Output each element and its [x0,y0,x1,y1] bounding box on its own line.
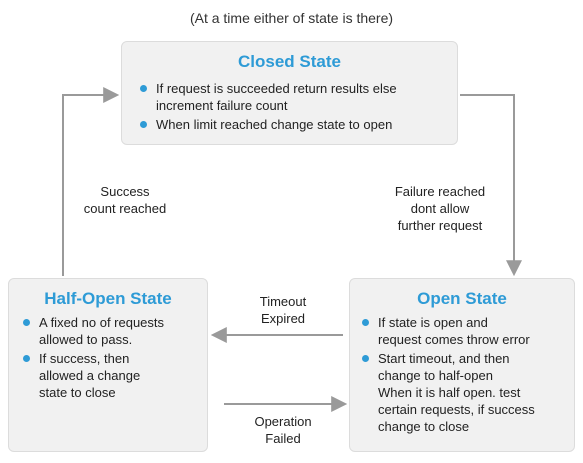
half-open-state-bullets: A fixed no of requests allowed to pass. … [19,314,197,401]
bullet-dot-icon [362,319,369,326]
list-item: If request is succeeded return results e… [136,80,443,114]
label-operation-failed: Operation Failed [254,414,312,446]
open-state-title: Open State [417,289,507,308]
list-item: Start timeout, and then change to half-o… [358,350,566,435]
closed-state-box: Closed State If request is succeeded ret… [121,41,458,145]
list-item: If state is open and request comes throw… [358,314,566,348]
open-state-box: Open State If state is open and request … [349,278,575,452]
diagram-note: (At a time either of state is there) [189,10,394,26]
bullet-dot-icon [23,355,30,362]
half-open-state-box: Half-Open State A fixed no of requests a… [8,278,208,452]
closed-state-bullets: If request is succeeded return results e… [136,80,443,133]
list-item: When limit reached change state to open [136,116,443,133]
label-failure-reached: Failure reached dont allow further reque… [394,184,486,233]
label-success-count: Success count reached [83,184,167,216]
closed-state-title: Closed State [238,52,341,71]
list-item: If success, then allowed a change state … [19,350,197,401]
bullet-dot-icon [140,121,147,128]
bullet-dot-icon [23,319,30,326]
label-timeout-expired: Timeout Expired [259,294,307,326]
open-state-bullets: If state is open and request comes throw… [358,314,566,435]
bullet-dot-icon [140,85,147,92]
bullet-dot-icon [362,355,369,362]
half-open-state-title: Half-Open State [44,289,172,308]
list-item: A fixed no of requests allowed to pass. [19,314,197,348]
